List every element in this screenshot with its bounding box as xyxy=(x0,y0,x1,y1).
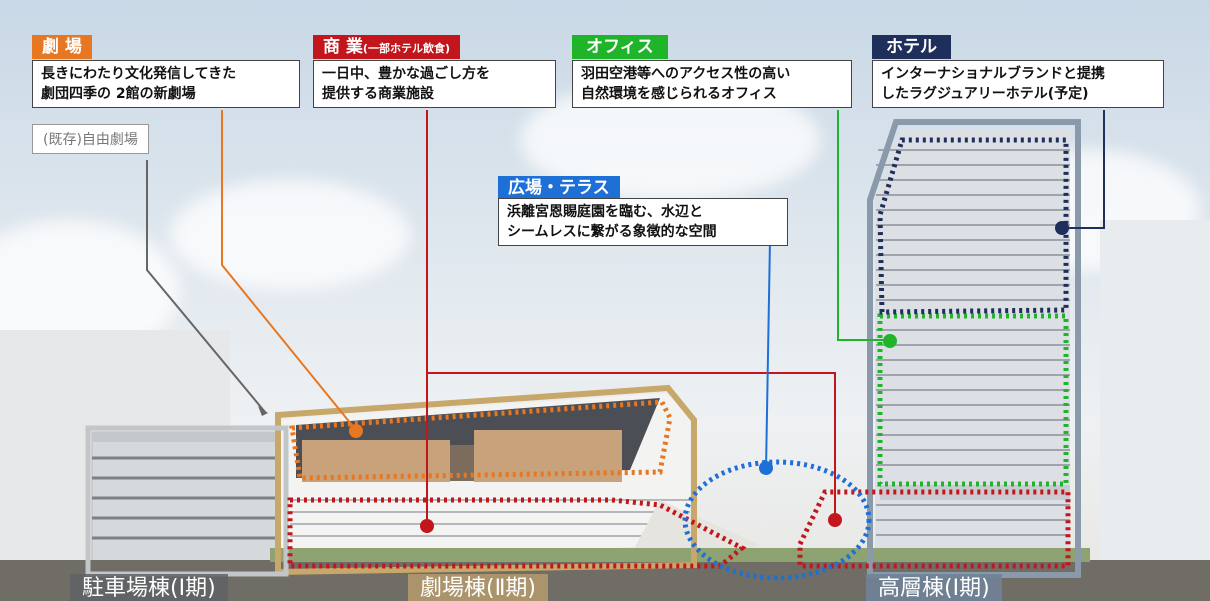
trees-strip xyxy=(270,548,1090,562)
theater-building-label: 劇場棟(Ⅱ期) xyxy=(408,574,548,601)
existing-theater-leader-line xyxy=(146,160,266,413)
commercial-marker-dot xyxy=(420,519,434,533)
commercial-marker-dot xyxy=(828,513,842,527)
existing-arrowhead xyxy=(258,406,268,416)
office-leader-line xyxy=(837,110,890,341)
commercial-description-line: 一日中、豊かな過ごし方を xyxy=(322,66,490,82)
hotel-description: インターナショナルブランドと提携 したラグジュアリーホテル(予定) xyxy=(872,60,1164,108)
theater-tag: 劇 場 xyxy=(32,35,92,59)
plaza-description-line: 浜離宮恩賜庭園を臨む、水辺と xyxy=(507,204,703,220)
plaza-tag: 広場・テラス xyxy=(498,176,620,200)
plaza-leader-line xyxy=(765,239,771,471)
existing-theater-label: (既存)自由劇場 xyxy=(32,124,149,154)
commercial-description-line: 提供する商業施設 xyxy=(322,86,434,102)
commercial-leader-line-branch xyxy=(427,372,836,520)
plaza-zone-outline xyxy=(682,459,872,581)
commercial-tag: 商 業(一部ホテル飲食) xyxy=(313,35,460,59)
office-description-line: 自然環境を感じられるオフィス xyxy=(581,86,777,102)
hotel-description-line: インターナショナルブランドと提携 xyxy=(881,66,1105,82)
parking-building-label: 駐車場棟(Ⅰ期) xyxy=(70,574,228,601)
hotel-marker-dot xyxy=(1055,221,1069,235)
hotel-zone-outline xyxy=(877,137,1069,315)
commercial-description: 一日中、豊かな過ごし方を 提供する商業施設 xyxy=(313,60,556,108)
commercial-tag-label: 商 業 xyxy=(323,37,363,57)
hotel-leader-line xyxy=(1062,110,1105,229)
tower-building xyxy=(875,130,1070,570)
plaza-marker-dot xyxy=(759,461,773,475)
theater-zone-outline xyxy=(289,399,673,481)
commercial-zone-outline xyxy=(287,497,747,569)
hotel-tag: ホテル xyxy=(872,35,951,59)
theater-description-line: 劇団四季の 2館の新劇場 xyxy=(41,86,196,102)
cloud xyxy=(170,180,410,290)
theater-marker-dot xyxy=(349,424,363,438)
office-description-line: 羽田空港等へのアクセス性の高い xyxy=(581,66,791,82)
theater-description: 長きにわたり文化発信してきた 劇団四季の 2館の新劇場 xyxy=(32,60,300,108)
theater-building xyxy=(280,393,760,575)
theater-description-line: 長きにわたり文化発信してきた xyxy=(41,66,237,82)
tower-building-label: 高層棟(Ⅰ期) xyxy=(866,574,1002,601)
office-zone-outline xyxy=(877,313,1069,487)
office-description: 羽田空港等へのアクセス性の高い 自然環境を感じられるオフィス xyxy=(572,60,852,108)
commercial-zone-outline-tower xyxy=(797,489,1071,569)
theater-leader-line xyxy=(221,110,357,431)
commercial-tag-sub: (一部ホテル飲食) xyxy=(362,42,450,55)
hotel-description-line: したラグジュアリーホテル(予定) xyxy=(881,86,1089,102)
plaza-description-line: シームレスに繋がる象徴的な空間 xyxy=(507,224,717,240)
parking-building xyxy=(91,431,283,573)
background-building xyxy=(1100,220,1210,570)
office-tag: オフィス xyxy=(572,35,668,59)
plaza-description: 浜離宮恩賜庭園を臨む、水辺と シームレスに繋がる象徴的な空間 xyxy=(498,198,788,246)
office-marker-dot xyxy=(883,334,897,348)
